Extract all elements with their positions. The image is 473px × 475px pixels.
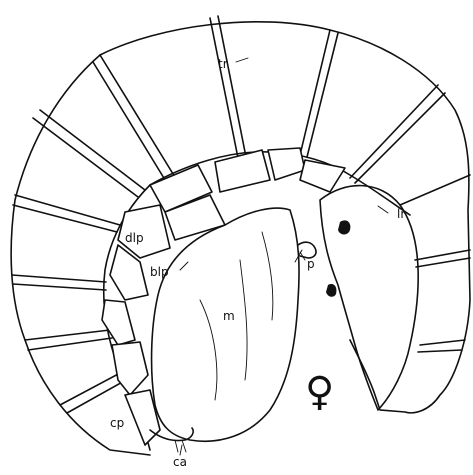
- central-mass: [152, 208, 299, 441]
- label-tr: tr: [218, 57, 228, 71]
- label-dlp: dlp: [125, 231, 144, 245]
- label-cp: cp: [110, 416, 124, 430]
- label-ca: ca: [173, 455, 187, 469]
- leader-lr: [378, 206, 388, 213]
- leader-ca: [180, 445, 182, 455]
- label-lr: lr: [397, 207, 405, 221]
- ray-whorl: [11, 22, 470, 455]
- label-m: m: [223, 309, 235, 323]
- leader-blp: [180, 262, 188, 270]
- label-blp: blp: [150, 265, 169, 279]
- leader-tr: [236, 58, 248, 62]
- female-symbol: ♀: [305, 369, 334, 415]
- label-p: p: [307, 257, 315, 271]
